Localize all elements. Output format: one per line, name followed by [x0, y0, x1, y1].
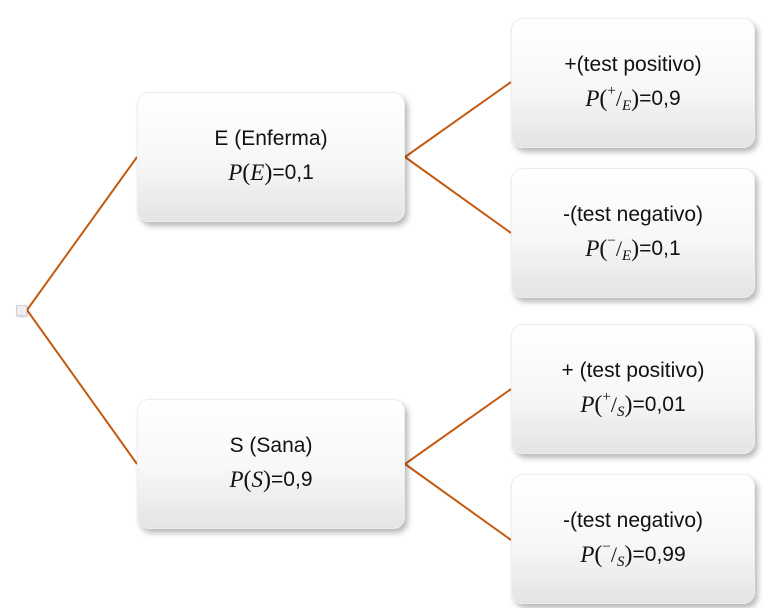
node-sana-probability: P(S)=0,9: [229, 462, 312, 498]
prob-value: =0,01: [632, 393, 686, 416]
open-paren: (: [599, 85, 608, 112]
given-slash: /: [615, 236, 622, 262]
close-paren: ): [624, 391, 633, 418]
node-probability: P(+/E)=0,9: [585, 81, 680, 117]
given-slash: /: [610, 542, 617, 568]
close-paren: ): [624, 541, 633, 568]
prob-value: =0,1: [272, 161, 314, 184]
prob-symbol: P: [585, 85, 600, 111]
prob-symbol: P: [580, 541, 595, 567]
open-paren: (: [242, 159, 251, 186]
node-label: -(test negativo): [562, 203, 704, 227]
prob-value: =0,1: [639, 237, 681, 260]
node-probability: P(−/E)=0,1: [585, 231, 680, 267]
event-symbol: S: [251, 466, 264, 492]
test-sign: +: [602, 388, 611, 405]
close-paren: ): [264, 159, 273, 186]
test-sign: −: [607, 232, 616, 249]
connector-s-to-positive: [404, 388, 512, 465]
given-symbol: S: [617, 403, 625, 420]
node-label: +(test positivo): [564, 53, 702, 77]
prob-symbol: P: [228, 159, 243, 185]
prob-symbol: P: [585, 235, 600, 261]
node-sana-test-negativo: -(test negativo) P(−/S)=0,99: [511, 474, 755, 604]
open-paren: (: [243, 466, 252, 493]
node-enferma-test-positivo: +(test positivo) P(+/E)=0,9: [511, 18, 755, 148]
prob-symbol: P: [229, 466, 244, 492]
node-sana-label: S (Sana): [229, 434, 313, 458]
test-sign: +: [607, 82, 616, 99]
open-paren: (: [599, 235, 608, 262]
given-slash: /: [610, 392, 617, 418]
test-sign: −: [602, 538, 611, 555]
node-probability: P(−/S)=0,99: [580, 537, 685, 573]
connector-s-to-negative: [404, 463, 512, 541]
node-sana-test-positivo: + (test positivo) P(+/S)=0,01: [511, 324, 755, 454]
given-symbol: E: [622, 97, 632, 114]
prob-value: =0,9: [271, 468, 313, 491]
prob-value: =0,9: [639, 87, 681, 110]
given-symbol: E: [622, 247, 632, 264]
close-paren: ): [631, 85, 640, 112]
connector-e-to-positive: [404, 81, 512, 158]
connector-root-to-e: [26, 156, 138, 311]
open-paren: (: [594, 541, 603, 568]
root-node-marker: [16, 305, 27, 316]
event-symbol: E: [250, 159, 265, 185]
node-enferma: E (Enferma) P(E)=0,1: [137, 92, 405, 222]
node-probability: P(+/S)=0,01: [580, 387, 685, 423]
prob-symbol: P: [580, 391, 595, 417]
given-slash: /: [615, 86, 622, 112]
given-symbol: S: [617, 553, 625, 570]
node-enferma-probability: P(E)=0,1: [228, 155, 314, 191]
close-paren: ): [631, 235, 640, 262]
node-sana: S (Sana) P(S)=0,9: [137, 399, 405, 529]
prob-value: =0,99: [632, 543, 686, 566]
node-label: -(test negativo): [562, 509, 704, 533]
close-paren: ): [263, 466, 272, 493]
node-enferma-test-negativo: -(test negativo) P(−/E)=0,1: [511, 168, 755, 298]
open-paren: (: [594, 391, 603, 418]
connector-root-to-s: [26, 309, 138, 465]
node-label: + (test positivo): [561, 359, 705, 383]
connector-e-to-negative: [404, 156, 512, 234]
node-enferma-label: E (Enferma): [214, 127, 328, 151]
